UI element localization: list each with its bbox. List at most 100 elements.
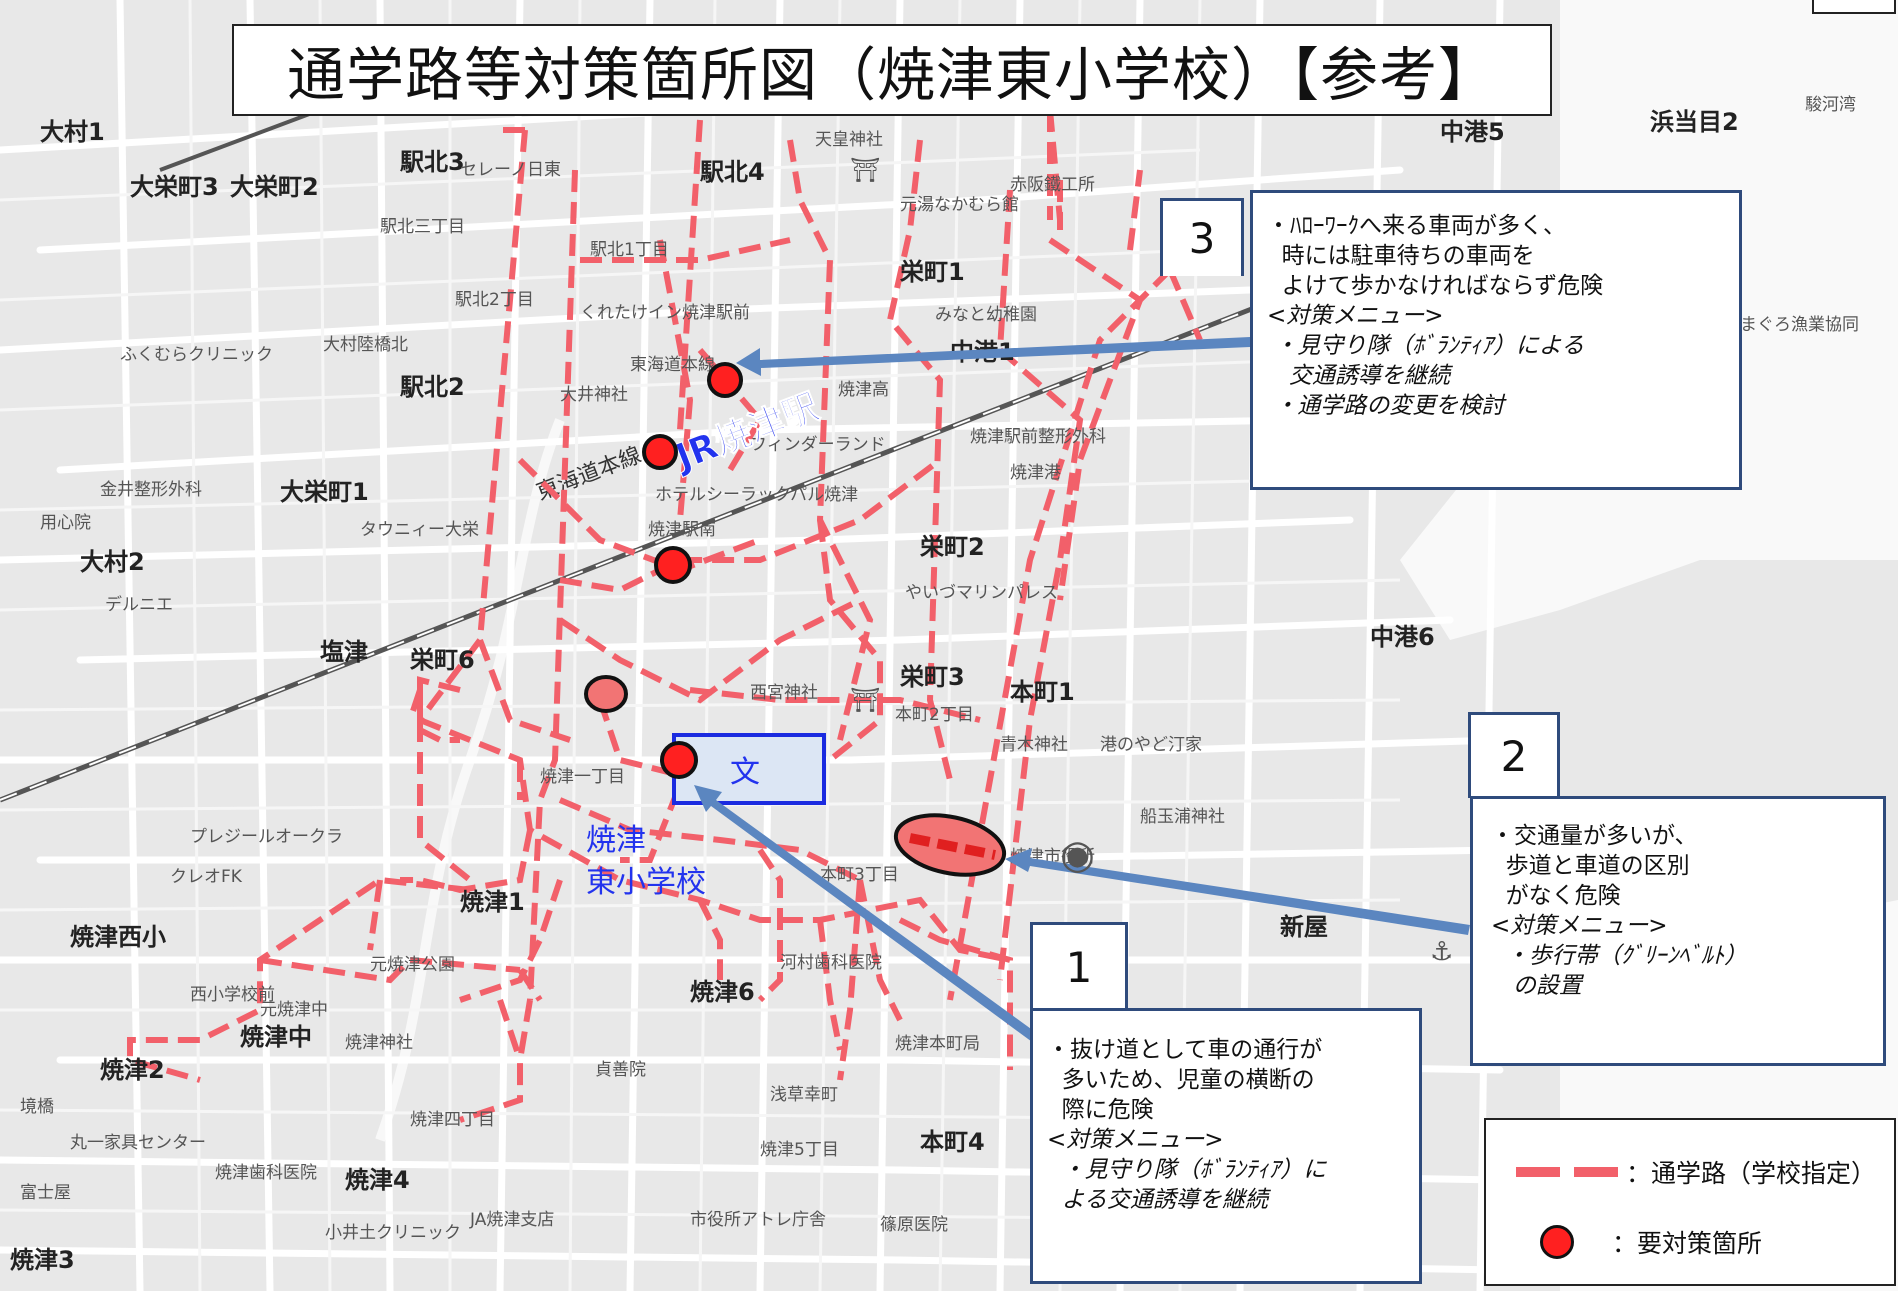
map-area-label: 焼津一丁目 [540, 767, 625, 787]
corner-frame [1812, 0, 1896, 14]
callout-line: ・抜け道として車の通行が [1047, 1037, 1323, 1063]
callout-line: ・歩行帯（ｸﾞﾘｰﾝﾍﾞﾙﾄ） [1491, 943, 1748, 969]
arrow-callout-1 [694, 785, 1060, 1058]
callout-line: 歩道と車道の区別 [1491, 853, 1690, 879]
danger-point[interactable] [642, 434, 678, 470]
map-area-label: 焼津歯科医院 [215, 1163, 317, 1183]
danger-point[interactable] [654, 546, 692, 584]
railway-line [0, 108, 1301, 803]
map-area-label: 大栄町1 [280, 478, 369, 506]
map-area-label: 元湯なかむら館 [900, 195, 1019, 215]
map-area-label: 市役所アトレ庁舎 [690, 1210, 826, 1230]
map-area-label: 東海道本線 [630, 355, 715, 375]
map-area-label: ふくむらクリニック [120, 345, 273, 365]
danger-point[interactable] [584, 675, 628, 713]
map-area-label: 小井土クリニック [325, 1223, 461, 1243]
callout-line: ・ﾊﾛｰﾜｰｸへ来る車両が多く、 [1267, 213, 1566, 239]
callout-3: ・ﾊﾛｰﾜｰｸへ来る車両が多く、 時には駐車待ちの車両を よけて歩かなければなら… [1250, 190, 1742, 490]
map-area-label: クレオFK [170, 867, 243, 887]
map-area-label: 本町2丁目 [895, 705, 974, 725]
map-area-label: 駿河湾 [1805, 95, 1856, 115]
map-area-label: 駅北3 [400, 148, 465, 176]
callout-line: 交通誘導を継続 [1267, 363, 1450, 389]
map-area-label: 駅北2丁目 [455, 290, 534, 310]
legend-route: ：通学路（学校指定） [1516, 1154, 1876, 1190]
map-area-label: 本町4 [920, 1128, 985, 1156]
map-area-label: 焼津駅前整形外科 [970, 427, 1106, 447]
hazard-area-2-route [909, 833, 996, 860]
map-area-label: 駅北三丁目 [380, 217, 465, 237]
callout-line: の設置 [1491, 973, 1582, 999]
callout-line: <対策メニュー> [1491, 913, 1668, 939]
legend-route-label: ：通学路（学校指定） [1626, 1159, 1877, 1188]
map-area-label: 河村歯科医院 [780, 953, 882, 973]
danger-points [584, 362, 743, 779]
map-area-label: 中港5 [1440, 118, 1505, 146]
map-area-label: 大村2 [80, 548, 145, 576]
callout-2: ・交通量が多いが、 歩道と車道の区別 がなく危険 <対策メニュー> ・歩行帯（ｸ… [1470, 796, 1886, 1066]
callout-line: 時には駐車待ちの車両を [1267, 243, 1535, 269]
map-area-label: ホテルシーラックパル焼津 [655, 485, 858, 505]
map-area-label: 焼津神社 [345, 1033, 413, 1053]
danger-point[interactable] [707, 362, 743, 398]
map-area-label: 大井神社 [560, 385, 628, 405]
map-area-label: 焼津西小 [70, 923, 166, 951]
map-area-label: 焼津3 [10, 1246, 75, 1274]
arrow-callout-2 [1005, 848, 1470, 935]
map-area-label: 焼津1 [460, 888, 525, 916]
callout-3-number: 3 [1160, 198, 1244, 276]
map-area-label: 大村1 [40, 118, 105, 146]
legend-danger: ：要対策箇所 [1516, 1224, 1762, 1260]
map-area-label: 浜当目2 [1650, 108, 1739, 136]
danger-point[interactable] [660, 741, 698, 779]
page-title: 通学路等対策箇所図（焼津東小学校）【参考】 [232, 24, 1552, 116]
legend-danger-label: ：要対策箇所 [1612, 1229, 1763, 1258]
school-name-label: 焼津 東小学校 [586, 820, 706, 904]
map-area-label: セレーノ日東 [460, 160, 561, 180]
map-area-label: 本町3丁目 [820, 865, 899, 885]
map-area-label: 新屋 [1280, 913, 1328, 941]
callout-line: よけて歩かなければならず危険 [1267, 273, 1604, 299]
callout-line: 多いため、児童の横断の [1047, 1067, 1315, 1093]
map-area-label: 焼津駅南 [648, 520, 716, 540]
map-area-label: 駅北4 [700, 158, 765, 186]
map-area-label: 焼津5丁目 [760, 1140, 839, 1160]
map-area-label: デルニエ [105, 594, 173, 615]
map-area-label: 本町1 [1010, 678, 1075, 706]
legend-danger-swatch [1540, 1225, 1574, 1259]
map-area-label: 大栄町3 [130, 173, 219, 201]
callout-1: ・抜け道として車の通行が 多いため、児童の横断の 際に危険 <対策メニュー> ・… [1030, 1008, 1422, 1284]
callout-arrows [694, 337, 1470, 1058]
map-area-label: 篠原医院 [880, 1215, 948, 1235]
map-area-label: フィンダーランド [750, 435, 886, 455]
school-symbol: 文 [730, 755, 760, 790]
map-area-label: プレジールオークラ [190, 827, 343, 847]
callout-line: ・見守り隊（ﾎﾞﾗﾝﾃｨｱ）に [1047, 1157, 1327, 1183]
map-area-label: 焼津本町局 [895, 1034, 980, 1054]
map-area-label: 丸一家具センター [70, 1133, 206, 1153]
map-area-label: 駅北1丁目 [590, 240, 669, 260]
shrine-symbol: ⛩ [850, 156, 880, 184]
map-area-label: タウニィー大栄 [360, 520, 479, 540]
map-area-label: 大栄町2 [230, 173, 319, 201]
map-area-label: 焼津2 [100, 1056, 165, 1084]
city-hall-icon: ◉ [1060, 832, 1095, 878]
map-area-label: まぐろ漁業協同 [1740, 315, 1859, 335]
map-area-label: 西小学校前 [190, 985, 275, 1005]
arrow-callout-3 [736, 337, 1250, 376]
callout-line: よる交通誘導を継続 [1047, 1187, 1268, 1213]
callout-line: ・交通量が多いが、 [1491, 823, 1698, 849]
callout-line: <対策メニュー> [1047, 1127, 1224, 1153]
school-name-line2: 東小学校 [586, 865, 706, 900]
map-area-label: 焼津四丁目 [410, 1110, 495, 1130]
map-area-label: 浅草幸町 [770, 1085, 838, 1105]
map-area-label: 用心院 [40, 513, 91, 533]
map-area-label: 栄町6 [409, 646, 475, 674]
map-area-label: 天皇神社 [815, 130, 883, 150]
map-area-label: くれたけイン焼津駅前 [580, 303, 750, 323]
map-symbols: ⛩ ⛩ ⚓ ◉ [850, 156, 1453, 967]
map-legend: ：通学路（学校指定） ：要対策箇所 [1484, 1118, 1896, 1286]
map-area-label: 赤阪鐵工所 [1010, 175, 1095, 195]
map-area-label: 西宮神社 [750, 683, 818, 703]
map-area-label: 栄町1 [899, 258, 965, 286]
